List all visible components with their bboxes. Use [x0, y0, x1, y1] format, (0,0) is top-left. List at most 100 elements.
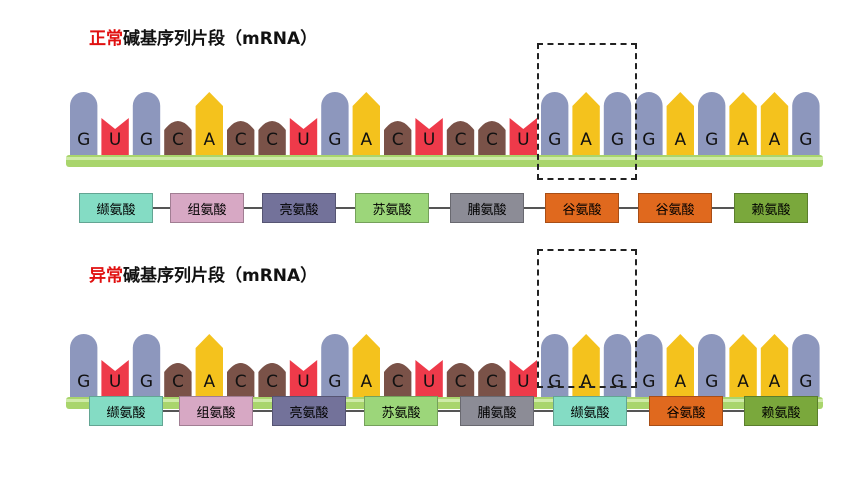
base-G-3: G: [132, 92, 161, 156]
base-G-9: G: [321, 92, 349, 156]
base-C-14: C: [478, 363, 506, 398]
amino-acid-box: 脯氨酸: [450, 193, 524, 223]
abnormal-amino-acid-chain: 缬氨酸组氨酸亮氨酸苏氨酸脯氨酸缬氨酸谷氨酸赖氨酸: [0, 396, 860, 436]
base-letter: C: [172, 130, 184, 150]
base-A-5: A: [195, 334, 223, 398]
amino-acid-box: 缬氨酸: [553, 396, 627, 426]
base-A-22: A: [729, 334, 757, 398]
amino-acid-box: 脯氨酸: [460, 396, 534, 426]
base-letter: A: [360, 372, 372, 392]
mrna-backbone-highlight: [66, 399, 823, 402]
base-letter: G: [642, 130, 655, 150]
base-letter: C: [455, 130, 467, 150]
base-letter: G: [642, 372, 655, 392]
base-letter: U: [517, 130, 529, 150]
base-G-21: G: [698, 333, 726, 398]
base-G-9: G: [321, 334, 349, 398]
base-G-16: G: [541, 91, 569, 156]
normal-amino-acid-chain: 缬氨酸组氨酸亮氨酸苏氨酸脯氨酸谷氨酸谷氨酸赖氨酸: [0, 193, 860, 233]
amino-acid-box: 苏氨酸: [364, 396, 438, 426]
base-letter: G: [77, 372, 90, 392]
base-C-4: C: [164, 363, 192, 398]
base-G-24: G: [792, 334, 820, 398]
base-letter: U: [109, 130, 121, 150]
base-letter: U: [423, 372, 435, 392]
base-G-1: G: [70, 334, 98, 398]
normal-title: 正常碱基序列片段（mRNA）: [89, 24, 317, 49]
base-letter: U: [109, 372, 121, 392]
base-C-13: C: [446, 121, 475, 156]
base-C-7: C: [258, 121, 286, 156]
base-letter: C: [172, 372, 184, 392]
base-letter: C: [266, 372, 278, 392]
peptide-bond-line: [336, 207, 355, 209]
base-U-15: U: [509, 360, 537, 398]
base-U-2: U: [101, 118, 129, 156]
base-letter: G: [140, 372, 153, 392]
base-G-21: G: [698, 91, 726, 156]
base-letter: C: [392, 130, 404, 150]
peptide-bond-line: [524, 207, 545, 209]
base-G-24: G: [792, 92, 820, 156]
base-A-10: A: [352, 92, 380, 156]
base-A-5: A: [195, 92, 223, 156]
base-letter: C: [266, 130, 278, 150]
base-C-4: C: [164, 121, 192, 156]
base-C-11: C: [384, 363, 412, 398]
peptide-bond-line: [253, 410, 272, 412]
base-letter: G: [799, 372, 812, 392]
base-letter: U: [297, 130, 309, 150]
abnormal-title-rest: 碱基序列片段（mRNA）: [123, 266, 318, 286]
abnormal-title: 异常碱基序列片段（mRNA）: [89, 261, 317, 286]
base-A-23: A: [760, 92, 789, 156]
base-G-18: G: [603, 91, 632, 156]
base-U-12: U: [415, 360, 443, 398]
amino-acid-box: 缬氨酸: [79, 193, 153, 223]
amino-acid-box: 谷氨酸: [649, 396, 723, 426]
peptide-bond-line: [163, 410, 179, 412]
base-U-15: U: [509, 118, 537, 156]
base-C-6: C: [227, 121, 255, 156]
base-A-20: A: [666, 92, 694, 156]
base-A-10: A: [352, 334, 380, 398]
base-letter: C: [455, 372, 467, 392]
base-U-12: U: [415, 118, 443, 156]
base-letter: A: [360, 130, 372, 150]
amino-acid-box: 谷氨酸: [638, 193, 712, 223]
base-letter: G: [328, 130, 341, 150]
base-letter: G: [328, 372, 341, 392]
base-letter: C: [392, 372, 404, 392]
base-A-17: A: [572, 92, 600, 156]
base-letter: U: [297, 372, 309, 392]
amino-acid-box: 组氨酸: [170, 193, 244, 223]
normal-title-rest: 碱基序列片段（mRNA）: [123, 29, 318, 49]
peptide-bond-line: [438, 410, 460, 412]
base-C-13: C: [446, 363, 475, 398]
base-G-3: G: [132, 334, 161, 398]
base-letter: C: [486, 130, 498, 150]
base-C-14: C: [478, 121, 506, 156]
base-letter: A: [769, 372, 781, 392]
base-U-2: U: [101, 360, 129, 398]
normal-title-highlight: 正常: [89, 29, 123, 49]
base-C-11: C: [384, 121, 412, 156]
peptide-bond-line: [619, 207, 638, 209]
base-A-22: A: [729, 92, 757, 156]
peptide-bond-line: [712, 207, 734, 209]
base-letter: G: [799, 130, 812, 150]
base-G-19: G: [635, 92, 663, 156]
peptide-bond-line: [627, 410, 649, 412]
peptide-bond-line: [153, 207, 170, 209]
base-letter: G: [548, 130, 561, 150]
base-letter: A: [580, 130, 592, 150]
base-C-7: C: [258, 363, 286, 398]
base-G-1: G: [70, 92, 98, 156]
base-letter: G: [140, 130, 153, 150]
base-letter: A: [674, 372, 686, 392]
base-letter: A: [769, 130, 781, 150]
base-letter: U: [517, 372, 529, 392]
